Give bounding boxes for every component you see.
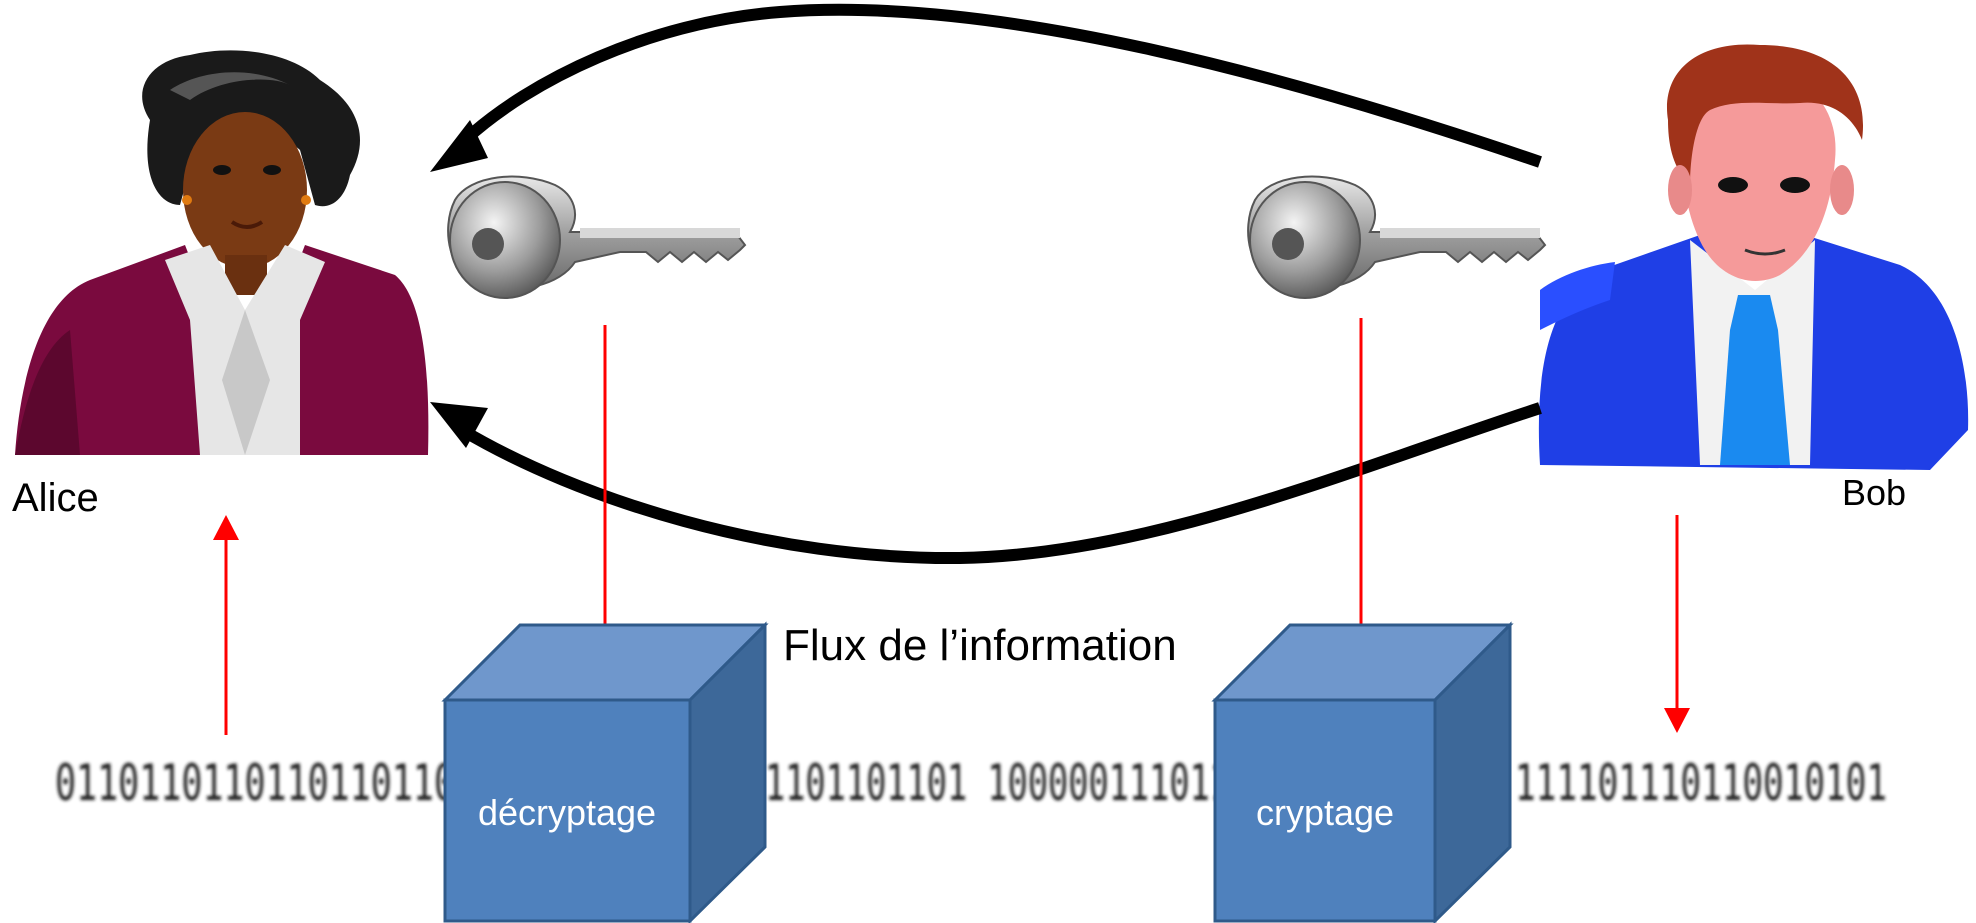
- right-key-down-red-arrow: [1348, 318, 1374, 671]
- flow-label: Flux de l’information: [783, 621, 1177, 670]
- public-channel-bottom-arrow: [430, 402, 1542, 565]
- alice-portrait-icon: [15, 50, 429, 455]
- bob-down-red-arrow: [1664, 515, 1690, 733]
- public-channel-top-arrow: [430, 3, 1542, 172]
- bitstream-segment-2: 1101101101 100000111011: [765, 754, 1230, 812]
- bob-portrait-icon: [1538, 44, 1969, 470]
- decryption-key-icon: [447, 175, 747, 299]
- decryption-box-label: décryptage: [478, 792, 656, 833]
- alice-up-red-arrow: [213, 515, 239, 735]
- bitstream-segment-1: 0110110110110110110: [55, 754, 455, 812]
- bob-name-label: Bob: [1842, 472, 1906, 513]
- encryption-key-icon: [1247, 175, 1547, 299]
- bitstream: 0110110110110110110 1101101101 100000111…: [55, 754, 1887, 812]
- bitstream-segment-3: 11110111011001010​1: [1515, 754, 1887, 812]
- decryption-box: décryptage: [441, 621, 769, 923]
- alice-name-label: Alice: [12, 476, 99, 520]
- encryption-box-label: cryptage: [1256, 792, 1394, 833]
- encryption-box: cryptage: [1211, 621, 1514, 923]
